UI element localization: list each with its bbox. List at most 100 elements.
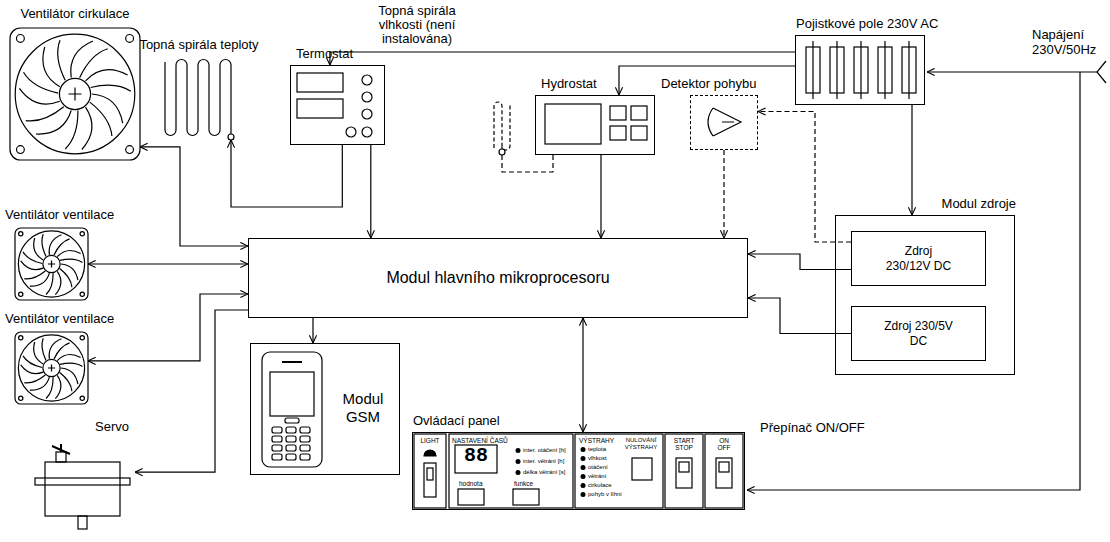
node-label: Zdroj 230/12V DC bbox=[883, 244, 955, 273]
node-heading: Ventilátor cirkulace bbox=[7, 7, 143, 21]
fan-blade bbox=[49, 235, 69, 255]
fan-node: Ventilátor cirkulace bbox=[10, 28, 140, 160]
panel-button bbox=[513, 489, 539, 505]
panel-section bbox=[665, 434, 703, 508]
hydrostat-button bbox=[610, 106, 626, 120]
coil-terminal bbox=[499, 149, 505, 155]
hydrostat-box: Hydrostat bbox=[535, 95, 655, 155]
connector bbox=[88, 294, 248, 361]
connector bbox=[88, 263, 248, 264]
phone-key bbox=[300, 445, 310, 451]
phone-keypad bbox=[272, 427, 310, 460]
thermostat-knob bbox=[362, 92, 372, 102]
light-switch bbox=[424, 463, 436, 497]
panel-label: pohyb v líhni bbox=[588, 491, 622, 498]
phone-key bbox=[286, 427, 296, 433]
fan-blade bbox=[34, 234, 46, 260]
start-switch bbox=[676, 458, 692, 488]
display-frame bbox=[455, 445, 497, 473]
fan-hole bbox=[19, 232, 23, 236]
phone-key bbox=[286, 454, 296, 460]
node-label: Modul hlavního mikroprocesoru bbox=[386, 268, 609, 287]
panel-label: délka větrání [s] bbox=[523, 469, 565, 476]
servo-node: Servo bbox=[30, 440, 135, 532]
fan-hub bbox=[43, 359, 60, 376]
switch-rocker bbox=[719, 462, 729, 472]
phone-key bbox=[300, 454, 310, 460]
heater-node: Topná spirála vlhkosti (není instalována… bbox=[490, 100, 514, 155]
panel-label: inter. otáčení [h] bbox=[523, 447, 566, 454]
fan-blade bbox=[21, 252, 43, 270]
fan-hub bbox=[59, 78, 90, 109]
panel-label: NASTAVENÍ ČASŮ bbox=[452, 437, 508, 444]
fan-ring bbox=[18, 335, 84, 401]
heater-node: Topná spirála teploty bbox=[158, 58, 240, 140]
phone-key bbox=[272, 427, 282, 433]
fan-node: Ventilátor ventilace bbox=[15, 332, 88, 404]
node-label: Modul GSM bbox=[333, 390, 393, 426]
phone-key bbox=[272, 445, 282, 451]
processor-box: Modul hlavního mikroprocesoru bbox=[248, 238, 748, 318]
fan-hole bbox=[17, 35, 25, 43]
panel-section bbox=[449, 434, 573, 508]
fuse-box: Pojistkové pole 230V AC bbox=[795, 35, 925, 105]
panel-section bbox=[705, 434, 743, 508]
connector bbox=[370, 145, 371, 238]
servo-flange bbox=[35, 478, 130, 485]
hydrostat-display bbox=[545, 104, 601, 144]
fan-blade bbox=[49, 339, 69, 359]
panel-label: cirkulace bbox=[588, 482, 612, 489]
thermostat-display bbox=[297, 73, 343, 92]
phone-key bbox=[300, 436, 310, 442]
fan-hole bbox=[17, 146, 25, 154]
fan-hole bbox=[80, 292, 84, 296]
fan-blade bbox=[60, 264, 78, 287]
fan-blade bbox=[43, 40, 65, 86]
fan-frame bbox=[15, 332, 88, 404]
panel-label: START STOP bbox=[671, 437, 697, 452]
power-module-box: Modul zdrojeZdroj 230/12V DCZdroj 230/5V… bbox=[835, 215, 1015, 375]
phone-speaker bbox=[282, 361, 302, 363]
panel-label: inter. větrání [h] bbox=[523, 458, 564, 465]
connector bbox=[312, 318, 313, 343]
power-supply-box: Zdroj 230/5V DC bbox=[851, 306, 986, 361]
node-heading: Modul zdroje bbox=[916, 197, 1016, 211]
node-heading: Topná spirála vlhkosti (není instalována… bbox=[365, 4, 469, 46]
node-heading: Detektor pohybu bbox=[661, 77, 771, 91]
thermostat-knob bbox=[362, 109, 372, 119]
phone-key bbox=[272, 454, 282, 460]
connector bbox=[911, 105, 912, 215]
hydrostat-button bbox=[631, 126, 647, 140]
detector-box: Detektor pohybu bbox=[690, 95, 758, 150]
fan-blade bbox=[57, 355, 82, 367]
fan-blade bbox=[21, 356, 43, 374]
humidity-coil bbox=[494, 102, 510, 150]
fan-hub bbox=[43, 255, 60, 272]
fan-hole bbox=[80, 232, 84, 236]
annotation-label: Napájení 230V/50Hz bbox=[1032, 28, 1104, 58]
fan-node: Ventilátor ventilace bbox=[15, 228, 88, 300]
panel-section bbox=[414, 434, 446, 508]
fan-blade bbox=[57, 251, 82, 263]
node-heading: Ventilátor ventilace bbox=[5, 312, 145, 326]
panel-label: hodnota bbox=[459, 480, 483, 487]
fan-blade bbox=[65, 107, 92, 149]
servo-body bbox=[45, 462, 120, 516]
fan-blade bbox=[86, 70, 131, 92]
light-bulb bbox=[424, 450, 436, 456]
drawing bbox=[10, 28, 1106, 529]
fan-blade bbox=[60, 368, 78, 391]
node-label: Zdroj 230/5V DC bbox=[883, 319, 955, 348]
fan-blade bbox=[26, 107, 71, 134]
panel-label: LIGHT bbox=[416, 437, 444, 444]
panel-label: funkce bbox=[514, 480, 533, 487]
thermostat-display bbox=[297, 99, 343, 118]
fan-frame bbox=[15, 228, 88, 300]
indicator-dots bbox=[516, 447, 586, 497]
spiral-terminal bbox=[228, 134, 234, 140]
fan-blade bbox=[24, 271, 49, 286]
fan-ring bbox=[15, 34, 135, 154]
fan-blade bbox=[34, 338, 46, 364]
node-heading: Ovládací panel bbox=[413, 414, 533, 428]
